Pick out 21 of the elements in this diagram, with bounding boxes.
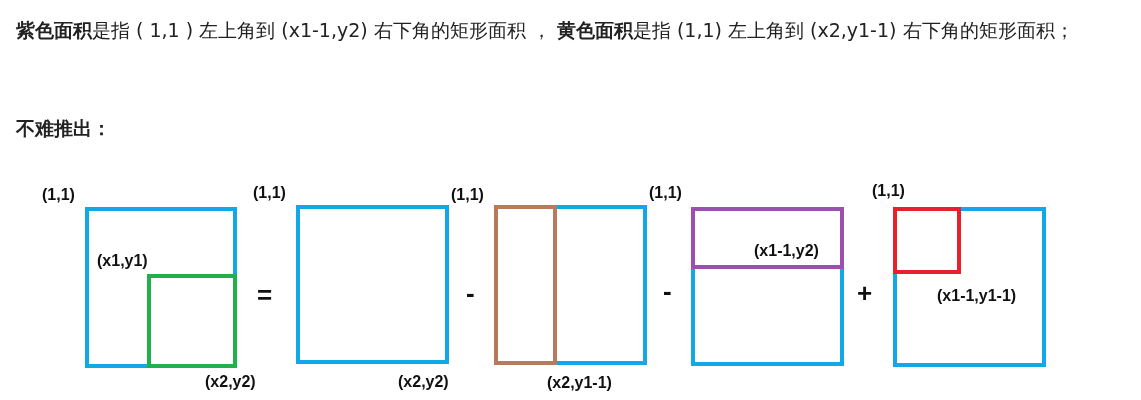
grid-rectangle (893, 207, 1046, 367)
highlighted-rectangle (691, 207, 844, 269)
grid-rectangle (85, 207, 237, 368)
coordinate-label: (x2,y2) (205, 373, 256, 391)
grid-rectangle (296, 205, 449, 364)
coordinate-label: (x1-1,y2) (754, 242, 819, 260)
operator-sign: = (257, 280, 273, 311)
coordinate-label: (x2,y2) (398, 373, 449, 391)
coordinate-label: (1,1) (42, 186, 75, 204)
grid-rectangle (494, 205, 647, 365)
section-heading: 不难推出： (16, 116, 111, 141)
operator-sign: - (663, 276, 672, 307)
highlighted-rectangle (494, 205, 557, 365)
highlighted-rectangle (147, 274, 237, 368)
highlighted-rectangle (893, 207, 961, 274)
grid-rectangle (691, 207, 844, 366)
coordinate-label: (1,1) (451, 186, 484, 204)
description-text: 紫色面积是指 ( 1,1 ) 左上角到 (x1-1,y2) 右下角的矩形面积 ， 黄色面积是指 (1,1) 左上角到 (x2,y1-1) 右下角的矩形面积； (16, 18, 1075, 43)
operator-sign: + (857, 278, 873, 309)
operator-sign: - (466, 278, 475, 309)
coordinate-label: (x1-1,y1-1) (937, 287, 1017, 305)
